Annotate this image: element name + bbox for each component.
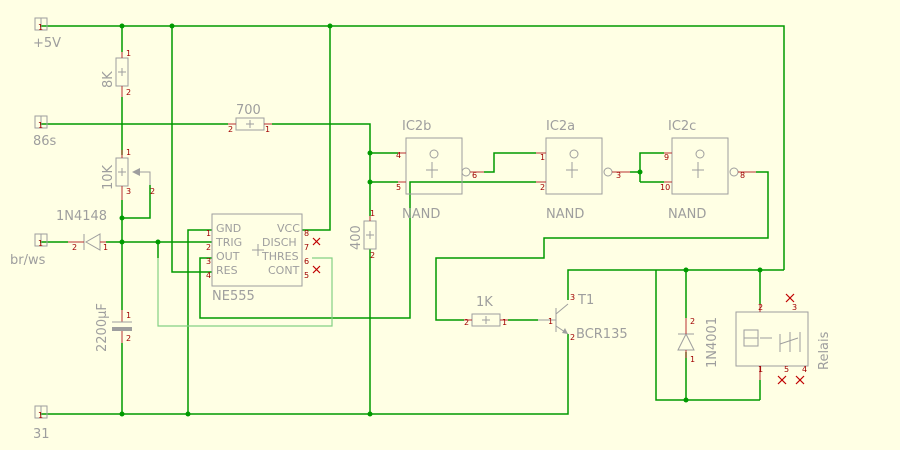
svg-text:10: 10 (660, 183, 670, 192)
svg-text:1: 1 (502, 318, 507, 327)
svg-text:2: 2 (126, 88, 131, 97)
capacitor-2200uf: 1 2 2200µF (95, 303, 132, 352)
label-1n4148: 1N4148 (56, 209, 107, 224)
svg-text:DISCH: DISCH (262, 236, 297, 249)
svg-text:1: 1 (265, 125, 270, 134)
svg-text:2: 2 (464, 318, 469, 327)
svg-text:2: 2 (758, 303, 763, 312)
label-bcr135: BCR135 (576, 327, 628, 342)
svg-text:1: 1 (38, 411, 43, 420)
svg-text:1: 1 (370, 209, 375, 218)
svg-text:7: 7 (304, 243, 309, 252)
svg-text:2: 2 (206, 243, 211, 252)
diode-1n4148: 2 1 1N4148 (56, 209, 108, 252)
svg-text:3: 3 (570, 293, 575, 302)
svg-text:1: 1 (103, 243, 108, 252)
svg-text:5: 5 (304, 271, 309, 280)
nand-ic2b: 4 5 6 IC2b NAND (396, 119, 484, 222)
svg-text:1: 1 (540, 153, 545, 162)
svg-text:1: 1 (38, 121, 43, 130)
connector-86s: 1 86s (33, 115, 57, 149)
svg-text:9: 9 (664, 153, 669, 162)
label-10k: 10K (101, 164, 116, 190)
ic-ne555: GND TRIG OUT RES VCC DISCH THRES CONT 1 … (206, 213, 321, 304)
svg-text:THRES: THRES (261, 250, 299, 263)
svg-text:3: 3 (126, 187, 131, 196)
svg-text:2: 2 (570, 333, 575, 342)
svg-text:2: 2 (72, 243, 77, 252)
svg-text:1: 1 (38, 23, 43, 32)
svg-text:2: 2 (370, 251, 375, 260)
diode-1n4001: 2 1 1N4001 (677, 317, 720, 368)
svg-text:TRIG: TRIG (215, 236, 242, 249)
label-1k: 1K (476, 295, 493, 310)
svg-text:4: 4 (802, 365, 807, 374)
label-ne555: NE555 (212, 289, 255, 304)
resistor-400: 1 2 400 (349, 209, 377, 260)
svg-text:5: 5 (396, 183, 401, 192)
svg-text:1: 1 (758, 365, 763, 374)
svg-text:8: 8 (740, 171, 745, 180)
resistor-700: 2 1 700 (228, 103, 272, 134)
svg-text:6: 6 (304, 257, 309, 266)
svg-text:3: 3 (616, 171, 621, 180)
svg-text:2: 2 (150, 187, 155, 196)
transistor-t1: 3 1 2 T1 BCR135 (538, 293, 628, 342)
nand-ic2a: 1 2 3 IC2a NAND (536, 119, 630, 222)
svg-text:2: 2 (690, 317, 695, 326)
svg-text:GND: GND (216, 222, 241, 235)
svg-text:8: 8 (304, 229, 309, 238)
resistor-1k: 2 1 1K (464, 295, 508, 327)
svg-text:4: 4 (396, 151, 401, 160)
svg-text:1: 1 (126, 311, 131, 320)
svg-text:2: 2 (228, 125, 233, 134)
label-ic2c: IC2c (668, 119, 696, 134)
label-700: 700 (236, 103, 261, 118)
svg-text:3: 3 (792, 303, 797, 312)
nand-ic2c: 9 10 8 IC2c NAND (660, 119, 756, 222)
label-86s: 86s (33, 134, 57, 149)
svg-text:2: 2 (540, 183, 545, 192)
svg-text:1: 1 (206, 229, 211, 238)
svg-text:1: 1 (38, 239, 43, 248)
svg-text:5: 5 (784, 365, 789, 374)
relay: 2 1 3 5 4 Relais (735, 293, 832, 385)
connector-brws: 1 br/ws (10, 233, 48, 268)
svg-text:RES: RES (216, 264, 238, 277)
svg-text:2: 2 (126, 334, 131, 343)
label-nand-ic2c: NAND (668, 207, 706, 222)
svg-text:CONT: CONT (268, 264, 300, 277)
label-t1: T1 (577, 293, 594, 308)
svg-text:1: 1 (126, 49, 131, 58)
potentiometer-10k: 1 3 2 10K (101, 148, 155, 200)
label-1n4001: 1N4001 (705, 317, 720, 368)
svg-text:1: 1 (126, 148, 131, 157)
label-nand-ic2a: NAND (546, 207, 584, 222)
connector-31: 1 31 (33, 405, 50, 442)
connector-plus5v: 1 +5V (33, 17, 61, 51)
label-relais: Relais (817, 331, 832, 370)
svg-text:1: 1 (548, 317, 553, 326)
svg-text:4: 4 (206, 271, 211, 280)
label-ic2a: IC2a (546, 119, 575, 134)
svg-text:VCC: VCC (277, 222, 300, 235)
label-nand-ic2b: NAND (402, 207, 440, 222)
svg-text:OUT: OUT (216, 250, 240, 263)
junctions (119, 23, 763, 417)
resistor-8k: 1 2 8K (101, 49, 131, 97)
label-400: 400 (349, 225, 364, 250)
label-plus5v: +5V (33, 36, 61, 51)
label-ic2b: IC2b (402, 119, 431, 134)
label-2200uf: 2200µF (95, 303, 110, 352)
label-8k: 8K (101, 71, 116, 88)
label-brws: br/ws (10, 253, 46, 268)
label-31: 31 (33, 427, 50, 442)
svg-text:6: 6 (472, 171, 477, 180)
svg-text:3: 3 (206, 257, 211, 266)
svg-text:1: 1 (690, 355, 695, 364)
